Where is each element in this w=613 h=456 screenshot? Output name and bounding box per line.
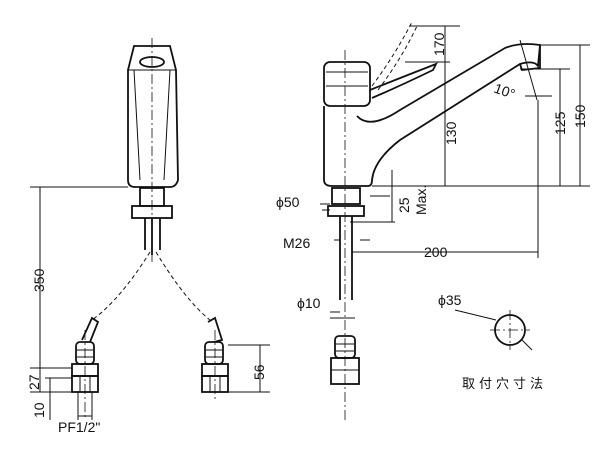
dim-10-deg: 10° (492, 80, 517, 102)
dim-pf12: PF1/2" (58, 419, 100, 435)
dim-phi35: ϕ35 (438, 292, 462, 308)
dim-10: 10 (31, 402, 47, 418)
dim-350: 350 (31, 268, 47, 292)
front-body (127, 45, 179, 188)
dim-phi50: ϕ50 (276, 194, 300, 210)
front-view: 350 27 10 PF1/2" 56 (26, 38, 270, 435)
dim-27: 27 (26, 374, 42, 390)
dim-max: Max. (413, 185, 429, 215)
dim-phi10: ϕ10 (297, 295, 321, 311)
side-view: 170 130 10° 125 150 ϕ50 25 Max. M26 200 … (276, 21, 590, 420)
dim-56: 56 (251, 364, 267, 380)
dim-25: 25 (396, 197, 412, 213)
dim-m26: M26 (283, 235, 310, 251)
side-fitting (330, 335, 360, 385)
side-body-spout (323, 43, 541, 187)
mounting-hole-caption: 取付穴寸法 (462, 376, 547, 391)
dim-130: 130 (443, 121, 459, 145)
dim-150: 150 (572, 104, 588, 128)
mounting-hole-view: ϕ35 取付穴寸法 (438, 292, 547, 391)
dim-170: 170 (431, 32, 447, 56)
dim-125: 125 (552, 111, 568, 135)
side-lever (369, 62, 438, 99)
side-cap (323, 61, 371, 107)
dim-200: 200 (424, 244, 448, 260)
